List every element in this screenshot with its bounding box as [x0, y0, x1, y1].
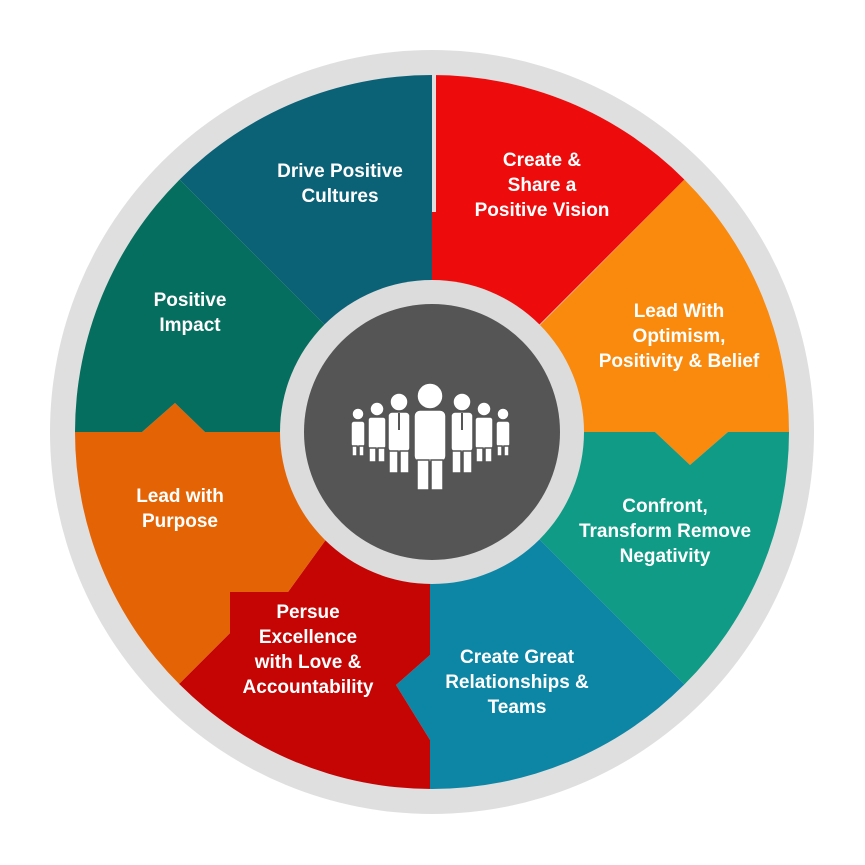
segment-label-line: Drive Positive — [277, 161, 403, 182]
segment-label-line: Teams — [488, 697, 547, 718]
segment-label-line: Negativity — [620, 546, 711, 567]
segment-label-line: Lead With — [634, 301, 725, 322]
person-figure-2 — [367, 401, 387, 463]
people-group-icon — [350, 382, 511, 491]
segment-label-line: Positive Vision — [475, 200, 610, 221]
segment-label-line: Positive — [154, 290, 227, 311]
person-figure-4 — [495, 407, 511, 457]
person-figure-3 — [387, 392, 411, 474]
segment-label-line: Accountability — [243, 677, 374, 698]
segment-label-line: Create & — [503, 150, 581, 171]
segment-label-line: Relationships & — [445, 672, 589, 693]
segment-label-line: with Love & — [254, 652, 362, 673]
segment-create-share-vision[interactable] — [432, 62, 820, 432]
segment-label-line: Impact — [159, 315, 221, 336]
person-figure-6 — [450, 392, 474, 474]
person-figure-5 — [474, 401, 494, 463]
segment-label-line: Positivity & Belief — [599, 351, 760, 372]
segment-label-line: Transform Remove — [579, 521, 751, 542]
segment-label-line: Lead with — [136, 486, 224, 507]
segment-label-line: Optimism, — [633, 326, 726, 347]
segment-label-line: Persue — [276, 602, 339, 623]
person-figure-1 — [350, 407, 366, 457]
segment-label-create-share-vision: Create & Share a Positive Vision — [475, 150, 610, 221]
segment-label-line: Confront, — [622, 496, 707, 517]
segment-label-line: Purpose — [142, 511, 218, 532]
segment-label-line: Cultures — [301, 186, 378, 207]
person-figure-leader — [413, 382, 447, 491]
segment-label-line: Share a — [508, 175, 577, 196]
segment-persue-excellence[interactable] — [40, 432, 432, 820]
segment-label-line: Create Great — [460, 647, 575, 668]
segment-label-line: Excellence — [259, 627, 357, 648]
